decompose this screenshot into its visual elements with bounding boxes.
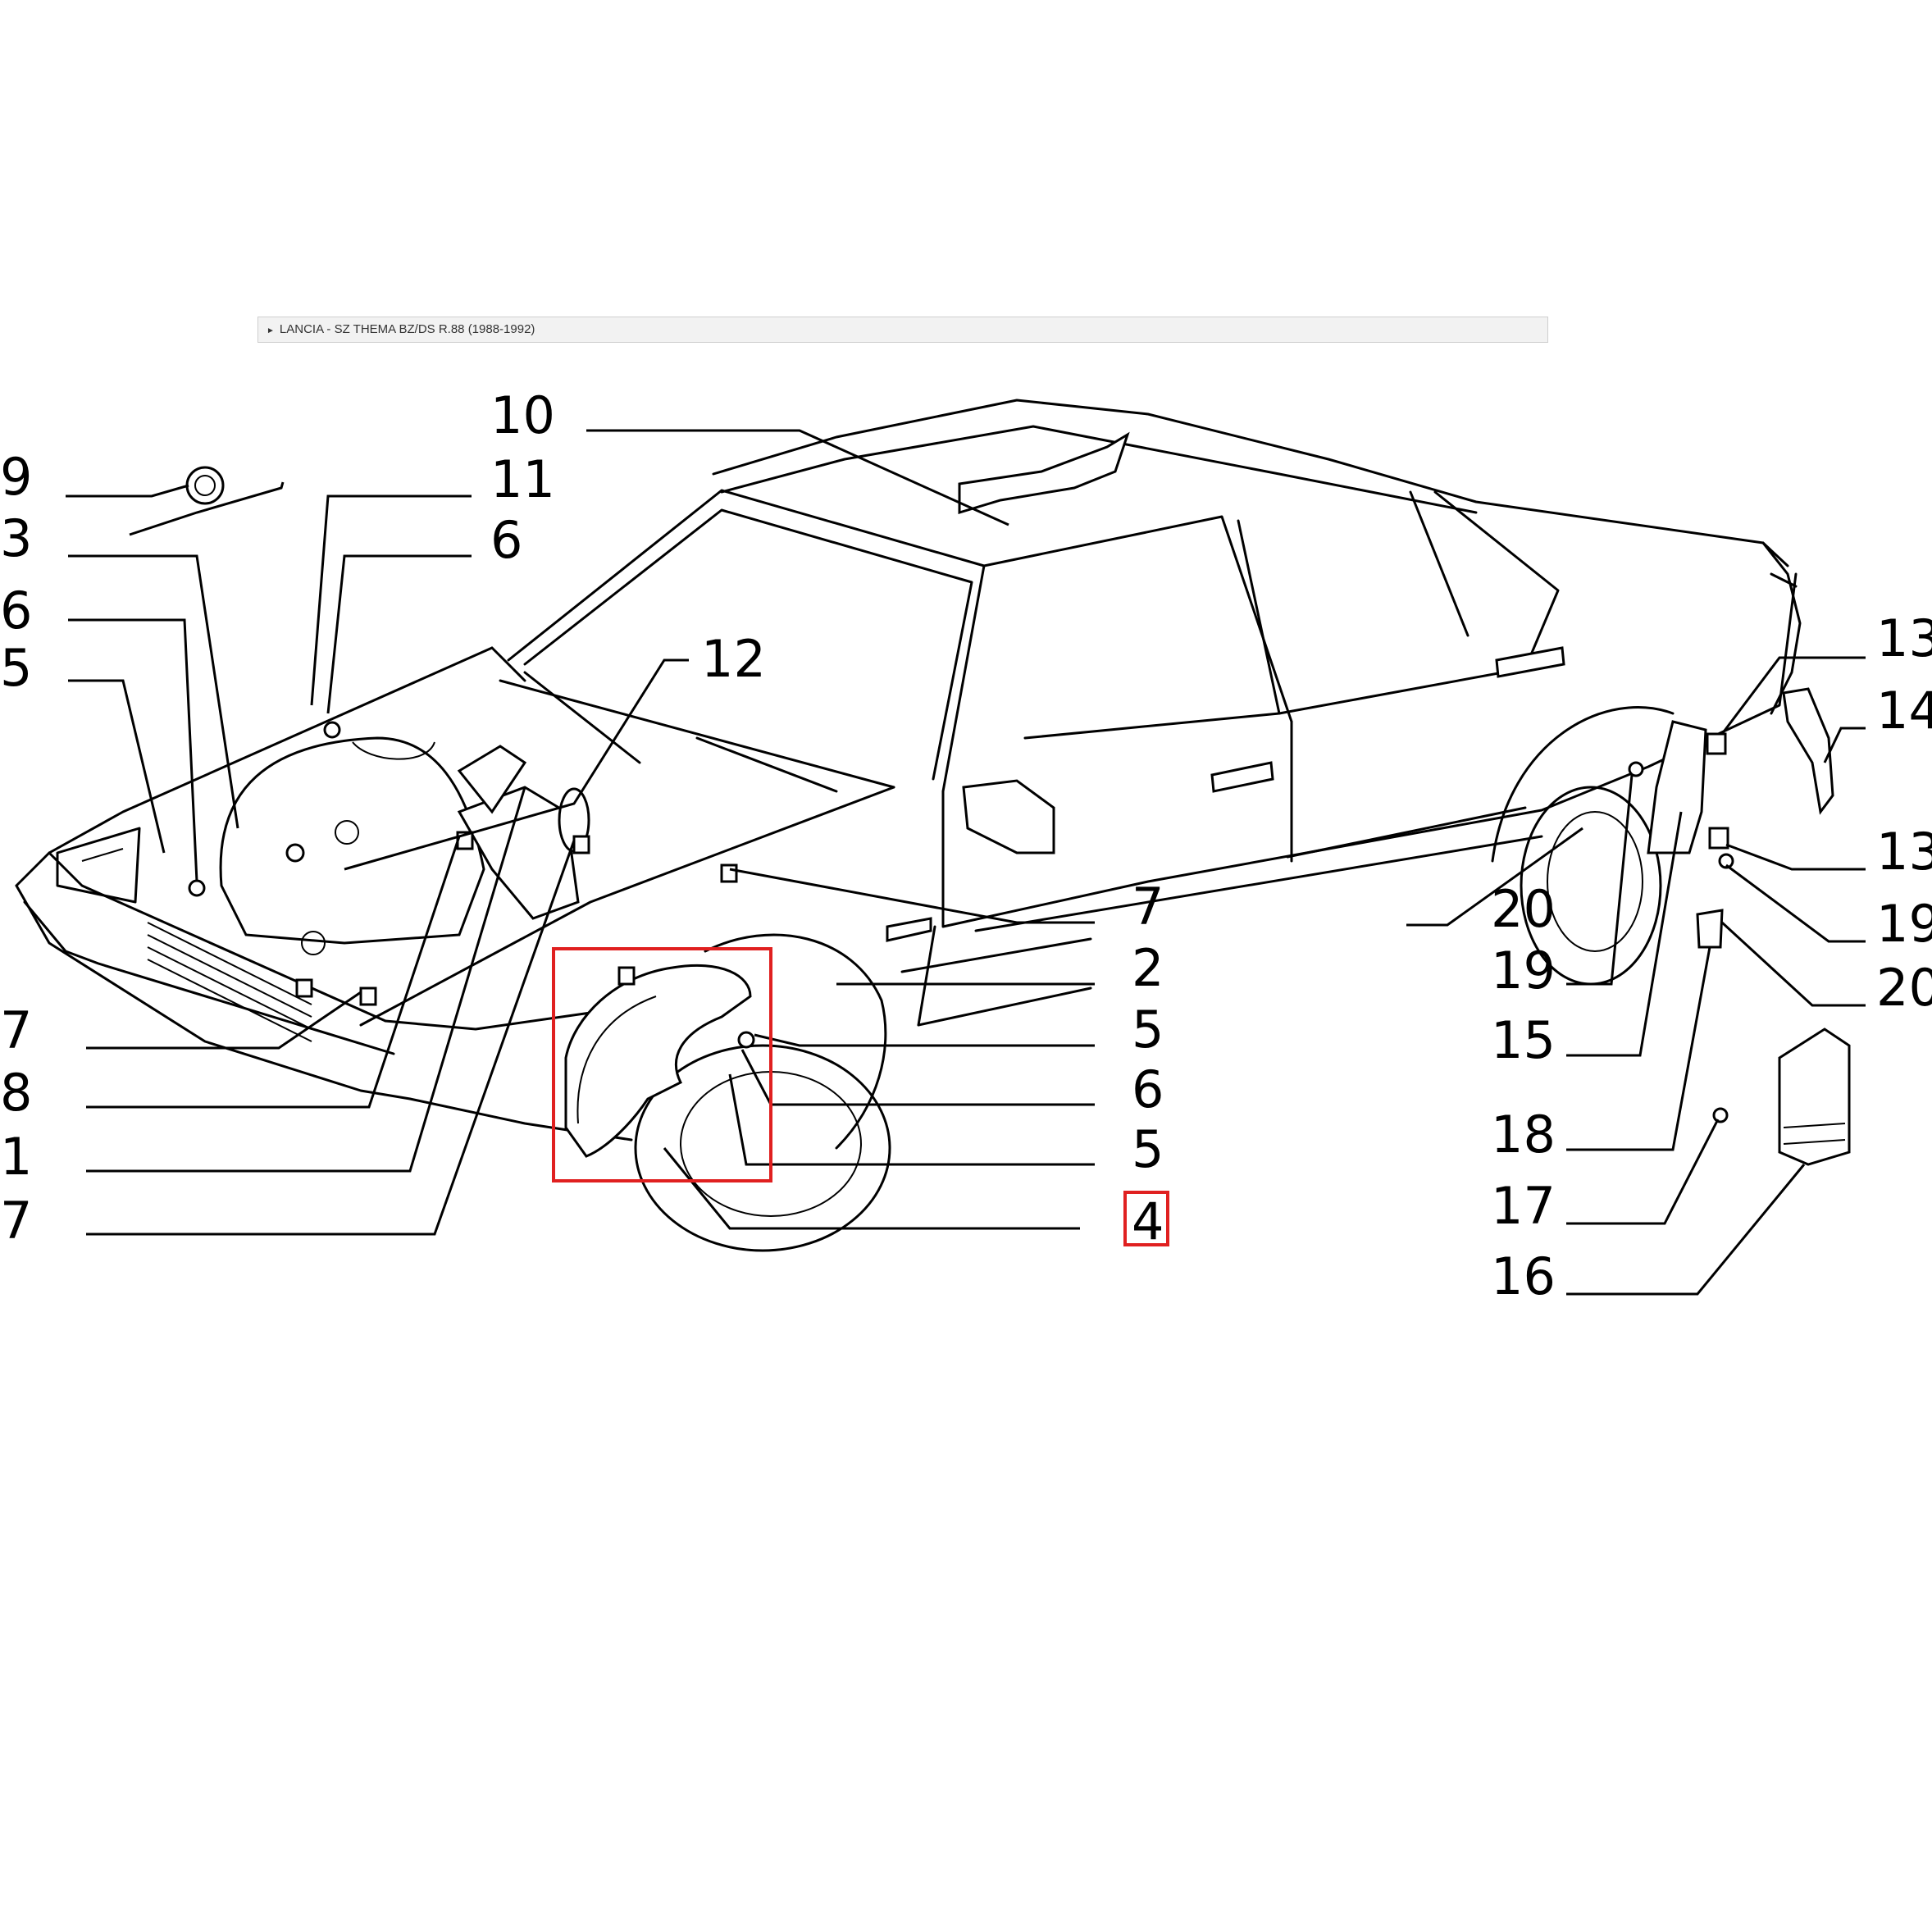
callout-20-right[interactable]: 20 [1876, 958, 1932, 1018]
callout-10[interactable]: 10 [490, 385, 555, 445]
breadcrumb-text: LANCIA - SZ THEMA BZ/DS R.88 (1988-1992) [279, 322, 535, 336]
callout-15[interactable]: 15 [1491, 1010, 1556, 1070]
callout-5-center-a[interactable]: 5 [1132, 1000, 1164, 1059]
highlight-group [552, 947, 1169, 1246]
callout-labels[interactable]: 10 9 3 6 5 11 6 12 7 8 1 7 7 2 5 6 5 4 1… [0, 385, 1932, 1306]
callout-6-top[interactable]: 6 [490, 510, 522, 570]
part-mudflap-bracket [1782, 687, 1834, 815]
part-clip-bracket [1696, 909, 1724, 949]
part-seal [457, 745, 527, 814]
highlight-box-part-4 [552, 947, 772, 1182]
callout-5-center-b[interactable]: 5 [1132, 1119, 1164, 1179]
callout-7-left-a[interactable]: 7 [0, 1000, 32, 1060]
part-front-wheelhouse-liner [564, 964, 752, 1158]
callout-11[interactable]: 11 [490, 449, 555, 509]
leader-lines [66, 429, 1866, 1296]
part-cap [185, 466, 225, 505]
highlight-box-callout-4 [1123, 1191, 1169, 1246]
breadcrumb: ► LANCIA - SZ THEMA BZ/DS R.88 (1988-1992… [257, 317, 1548, 343]
callout-2[interactable]: 2 [1132, 938, 1164, 998]
part-clip [1708, 827, 1729, 850]
callout-7-center[interactable]: 7 [1132, 877, 1164, 936]
callout-20-mid[interactable]: 20 [1491, 879, 1556, 939]
breadcrumb-arrow-icon: ► [267, 326, 275, 335]
part-nut [285, 843, 305, 863]
callout-18[interactable]: 18 [1491, 1105, 1556, 1164]
callout-19-mid[interactable]: 19 [1491, 941, 1556, 1000]
callout-3[interactable]: 3 [0, 508, 32, 568]
callout-19-right[interactable]: 19 [1876, 894, 1932, 954]
callout-1[interactable]: 1 [0, 1127, 32, 1187]
callout-5-left[interactable]: 5 [0, 638, 32, 698]
callout-9[interactable]: 9 [0, 447, 32, 507]
callout-7-left-b[interactable]: 7 [0, 1191, 32, 1251]
callout-16[interactable]: 16 [1491, 1246, 1556, 1306]
callout-13-bottom[interactable]: 13 [1876, 822, 1932, 882]
part-mudflap [1778, 1028, 1851, 1166]
callout-6-left[interactable]: 6 [0, 581, 32, 640]
callout-13-top[interactable]: 13 [1876, 608, 1932, 668]
callout-4[interactable]: 4 [1132, 1192, 1164, 1251]
callout-14[interactable]: 14 [1876, 681, 1932, 740]
callout-12[interactable]: 12 [701, 629, 766, 689]
callout-8[interactable]: 8 [0, 1063, 32, 1123]
part-roof-channel [958, 431, 1130, 515]
part-rear-wheelhouse-liner [1647, 720, 1707, 854]
callout-6-center[interactable]: 6 [1132, 1059, 1164, 1119]
callout-17[interactable]: 17 [1491, 1176, 1556, 1236]
